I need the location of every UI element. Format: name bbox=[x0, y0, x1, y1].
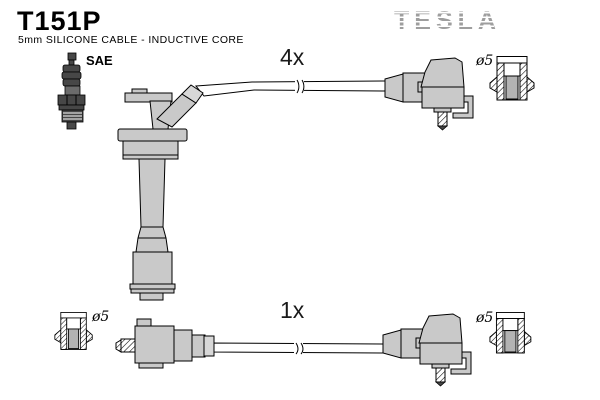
quantity-label-4x: 4x bbox=[280, 44, 305, 70]
ignition-cable-4x-drawing bbox=[117, 57, 474, 301]
part-number: T151P bbox=[17, 6, 102, 36]
coil-end-connector bbox=[384, 57, 474, 131]
ignition-cable-1x-drawing bbox=[115, 313, 472, 387]
cable-4x bbox=[195, 80, 390, 97]
cable-break-mark-icon bbox=[294, 342, 304, 355]
diameter-label: ø5 bbox=[476, 53, 494, 69]
product-description: 5mm SILICONE CABLE - INDUCTIVE CORE bbox=[18, 34, 244, 46]
quantity-label-1x: 1x bbox=[280, 297, 305, 323]
diameter-label: ø5 bbox=[92, 309, 110, 325]
terminal-cross-section-icon bbox=[489, 56, 535, 101]
coil-end-connector-with-pin bbox=[115, 318, 215, 369]
coil-end-connector bbox=[382, 313, 472, 387]
terminal-cross-section-icon bbox=[54, 311, 93, 350]
brand-logo-stripe-overlay bbox=[394, 9, 494, 34]
sae-label: SAE bbox=[86, 53, 113, 68]
pencil-boot bbox=[117, 84, 204, 301]
terminal-cross-section-icon bbox=[489, 311, 532, 354]
spark-plug-icon bbox=[57, 52, 86, 130]
diameter-label: ø5 bbox=[476, 310, 494, 326]
cable-break-mark-icon bbox=[295, 79, 305, 94]
